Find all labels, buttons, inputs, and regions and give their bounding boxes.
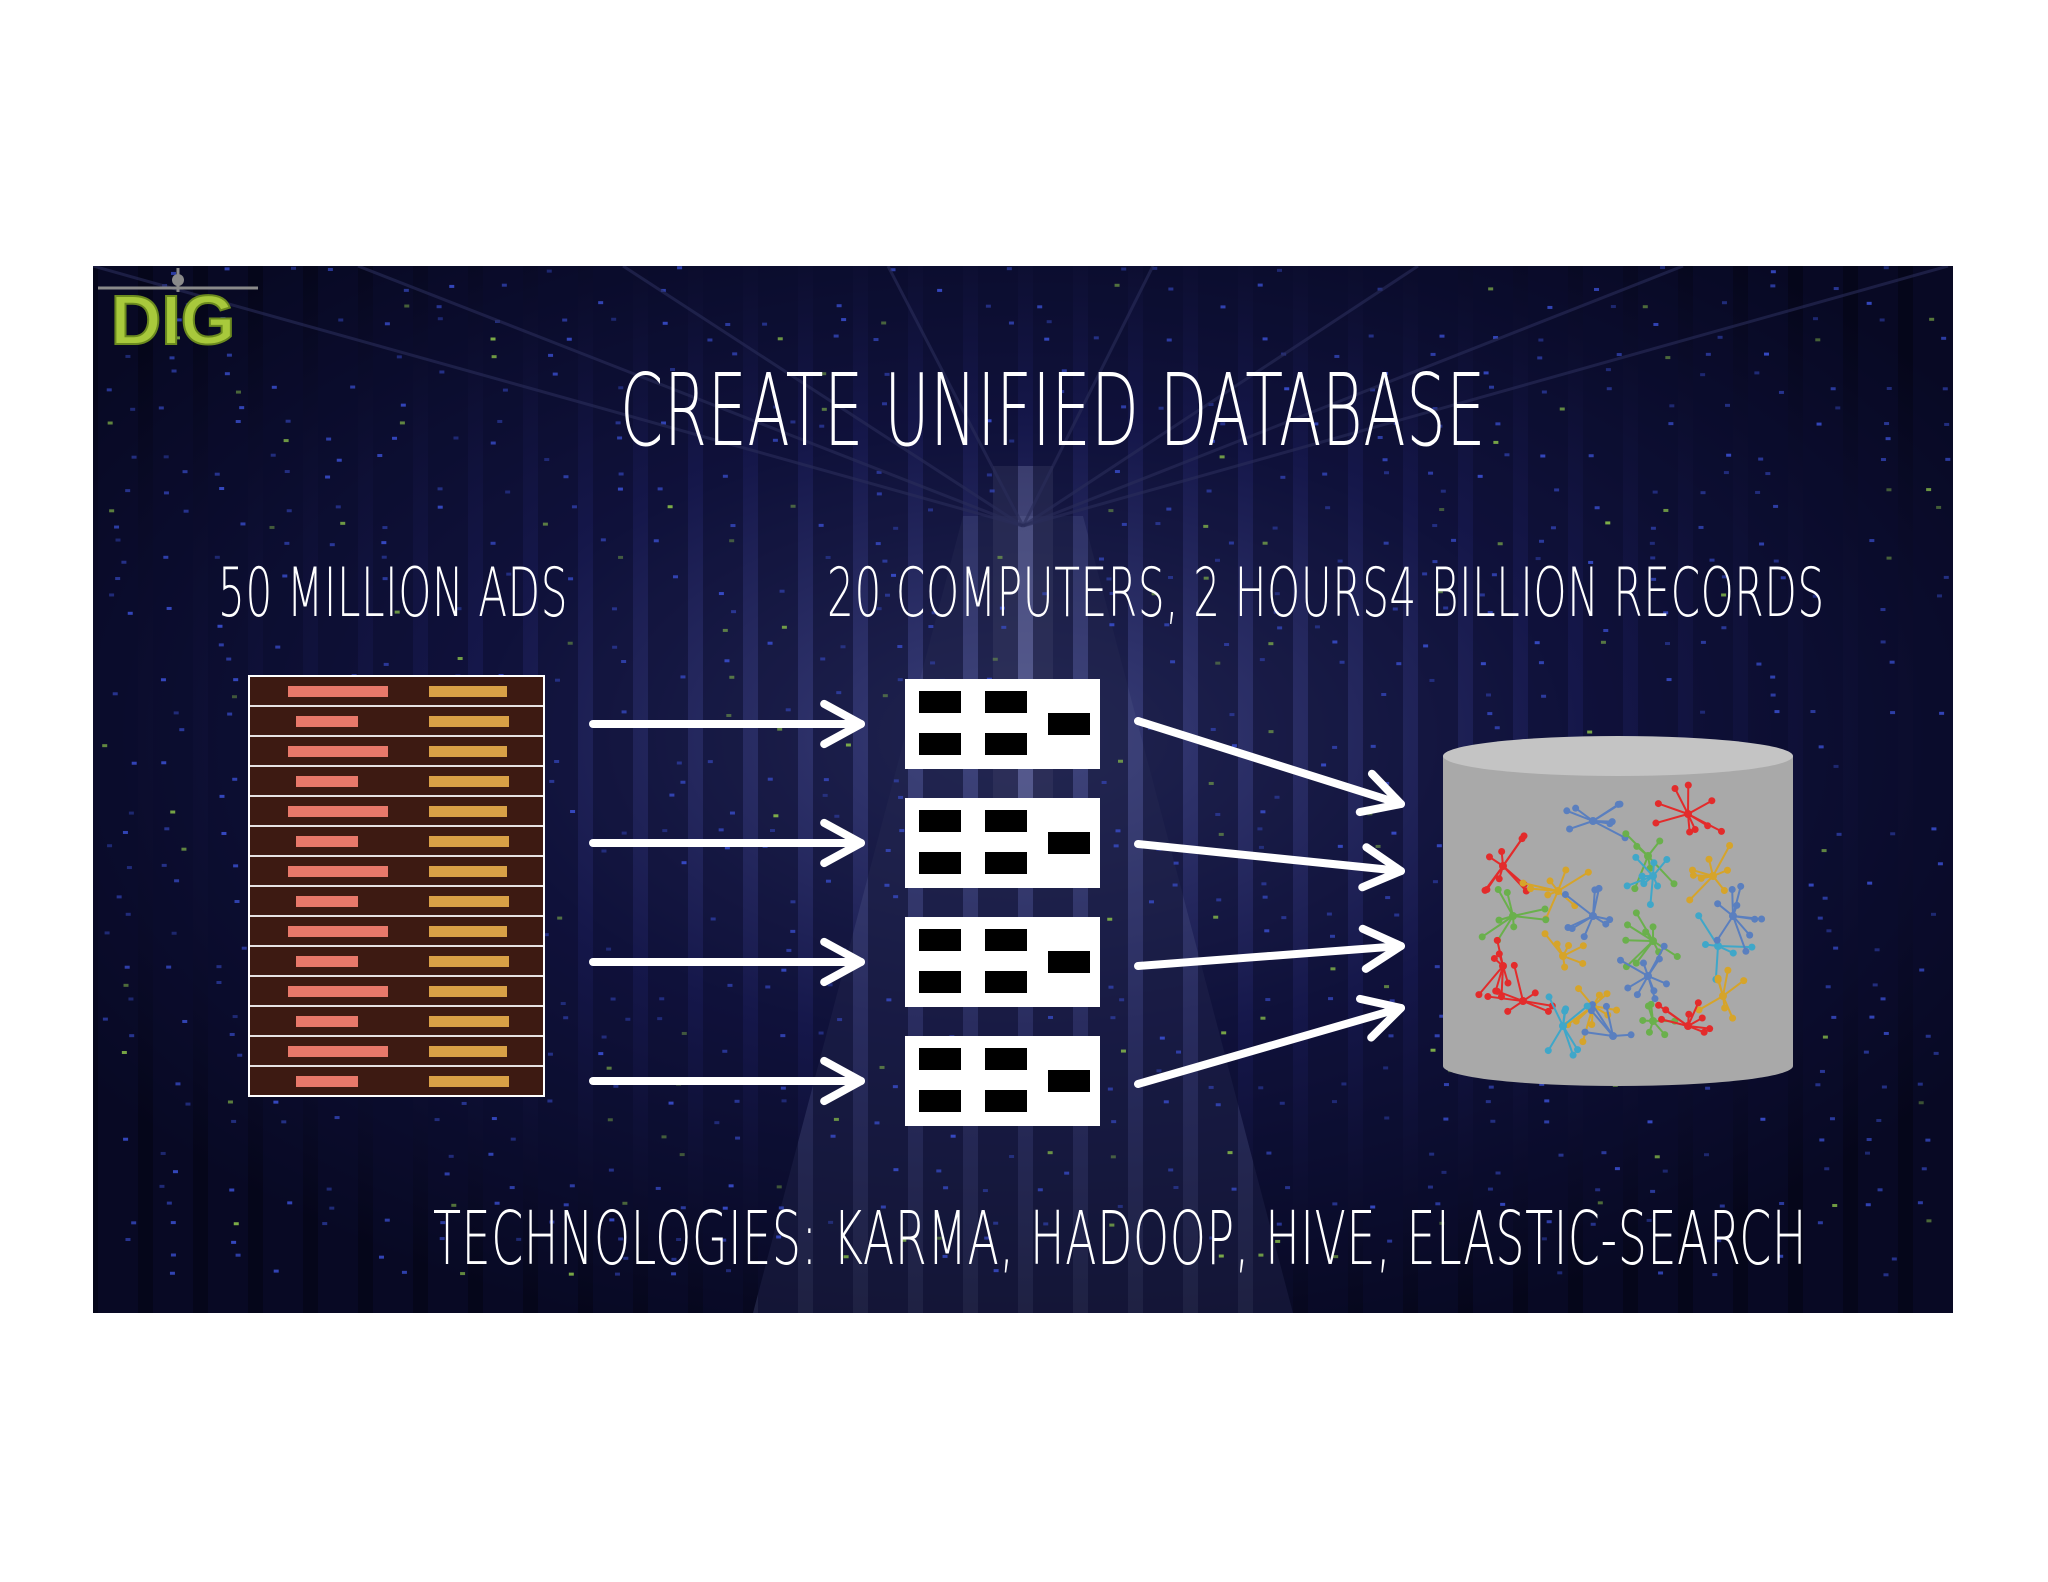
arrow-icon: [1134, 924, 1405, 973]
server-icon: [905, 917, 1100, 1007]
stage-label-records: 4 BILLION RECORDS: [1389, 554, 1825, 633]
ads-table-icon: [248, 675, 545, 1097]
stage-label-computers: 20 COMPUTERS, 2 HOURS: [827, 554, 1390, 633]
dig-logo: DIG: [98, 268, 258, 356]
technologies-text: TECHNOLOGIES: KARMA, HADOOP, HIVE, ELAST…: [433, 1196, 1808, 1282]
slide: CREATE UNIFIED DATABASE 50 MILLION ADS 2…: [93, 266, 1953, 1313]
database-icon: [1443, 736, 1793, 1086]
arrow-icon: [589, 699, 865, 749]
slide-title: CREATE UNIFIED DATABASE: [620, 352, 1487, 469]
server-icon: [905, 1036, 1100, 1126]
ad-row: [248, 1065, 545, 1097]
server-icon: [905, 798, 1100, 888]
pipeline-diagram: [248, 675, 1793, 1126]
arrow-icon: [589, 1056, 865, 1106]
graph-icon: [1475, 781, 1766, 1059]
server-room-background: [93, 266, 1953, 1313]
arrow-icon: [1134, 717, 1405, 817]
arrow-icon: [1134, 840, 1405, 892]
stage-label-ads: 50 MILLION ADS: [218, 554, 569, 633]
server-icon: [905, 679, 1100, 769]
arrow-icon: [1134, 994, 1405, 1088]
arrow-icon: [589, 818, 865, 868]
logo-text: DIG: [111, 281, 235, 356]
arrow-icon: [589, 937, 865, 987]
